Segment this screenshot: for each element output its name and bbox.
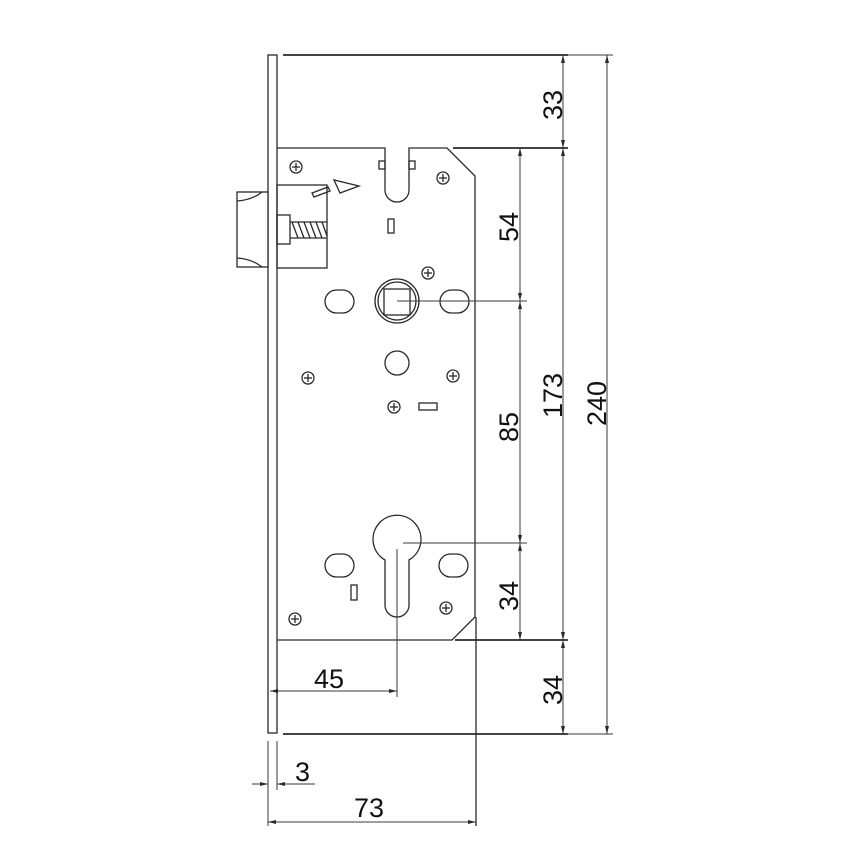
screw-icon [439,601,453,615]
dim-34-bottom: 34 [538,675,568,705]
dim-chain-inner [518,148,522,640]
dim-85: 85 [494,412,524,442]
screw-icon [288,612,302,626]
lock-case [277,54,613,826]
screw-icon [387,400,401,414]
center-lines [396,300,527,697]
screw-icon [289,160,303,174]
mounting-screws [288,160,460,626]
euro-cylinder-cutout [372,514,422,618]
latch-lever [311,179,362,198]
dim-3: 3 [295,757,310,787]
dim-45: 45 [314,664,344,694]
latch-spring [290,221,328,239]
screw-icon [421,266,435,280]
screw-icon [436,171,450,185]
latch-bolt [236,184,328,269]
dim-faceplate-thickness [252,741,315,790]
follower-slot-ears [378,160,416,170]
dim-backset [270,689,397,693]
dim-33: 33 [538,90,568,120]
small-slots [350,218,438,601]
dim-34-cylinder: 34 [494,581,524,611]
faceplate [267,54,278,734]
dim-54: 54 [494,212,524,242]
dim-chain-middle [561,55,565,734]
dim-total-height [605,55,609,734]
dim-total-width [267,790,476,826]
screw-icon [301,371,315,385]
dim-173: 173 [538,373,568,418]
fixing-slots-lower [324,553,469,578]
round-hole [384,350,410,376]
dim-240: 240 [582,381,612,426]
dim-73: 73 [354,793,384,823]
screw-icon [446,369,460,383]
